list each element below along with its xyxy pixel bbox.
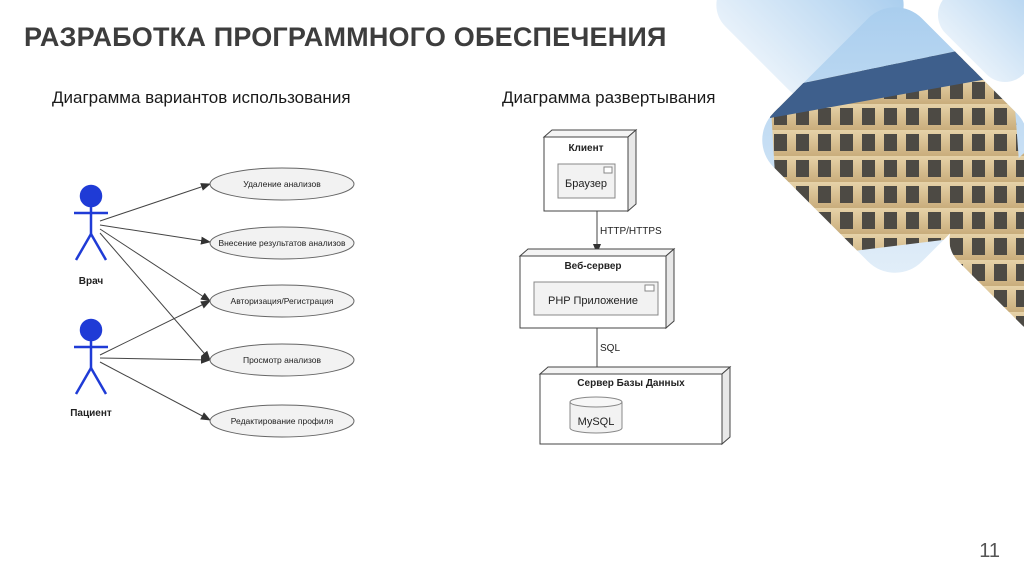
slide-title: РАЗРАБОТКА ПРОГРАММНОГО ОБЕСПЕЧЕНИЯ [24, 22, 667, 52]
usecase-label: Удаление анализов [243, 179, 321, 189]
node-dbserver: Сервер Базы Данных MySQL [538, 365, 732, 446]
usecase-heading: Диаграмма вариантов использования [52, 88, 351, 107]
component-browser: Браузер [565, 178, 607, 190]
actor-doctor-label: Врач [79, 276, 104, 287]
node-client: Клиент Браузер [542, 128, 638, 213]
link-http-label: HTTP/HTTPS [600, 226, 662, 237]
usecase-label: Авторизация/Регистрация [231, 296, 334, 306]
usecase-label: Внесение результатов анализов [218, 238, 346, 248]
component-icon [644, 284, 655, 292]
usecase-view-analyses [209, 343, 355, 377]
component-mysql: MySQL [578, 416, 615, 428]
link-sql-label: SQL [600, 343, 620, 354]
usecase-auth-register [209, 284, 355, 318]
database-icon [569, 396, 623, 434]
usecase-delete-analyses [209, 167, 355, 201]
usecase-label: Редактирование профиля [231, 416, 334, 426]
actor-patient-label: Пациент [70, 408, 112, 419]
actor-doctor-icon [74, 184, 108, 261]
usecase-edit-profile [209, 404, 355, 438]
component-php-app: PHP Приложение [548, 295, 638, 307]
usecase-associations [99, 183, 211, 421]
node-webserver: Веб-сервер PHP Приложение [518, 247, 676, 330]
node-dbserver-title: Сервер Базы Данных [577, 378, 685, 389]
usecase-label: Просмотр анализов [243, 355, 322, 365]
usecase-enter-results [209, 226, 355, 260]
deployment-heading: Диаграмма развертывания [502, 88, 716, 107]
page-number: 11 [979, 540, 1000, 562]
component-icon [603, 166, 613, 174]
node-webserver-title: Веб-сервер [564, 260, 621, 272]
node-client-title: Клиент [568, 143, 603, 154]
actor-patient-icon [74, 318, 108, 395]
